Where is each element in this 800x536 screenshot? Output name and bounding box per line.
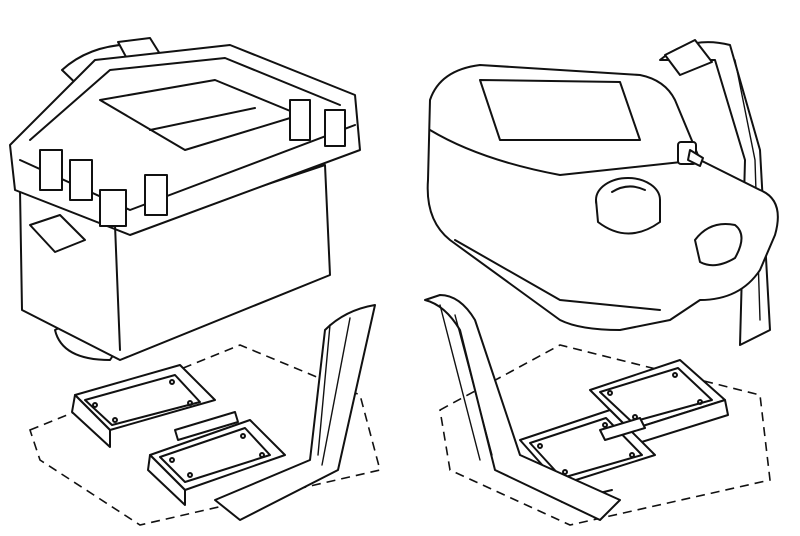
box-handle: [29, 214, 86, 253]
tank-handle-hole: [694, 223, 743, 267]
lid-latches: [39, 99, 346, 227]
mounting-outline-right: [439, 344, 771, 526]
fuel-cap: [595, 177, 661, 235]
screw-holes: [92, 379, 265, 478]
battery-box-assembly: [9, 37, 381, 526]
mounting-outline-left: [29, 344, 381, 526]
fuel-tank: [426, 64, 779, 331]
strap-left-front: [214, 304, 376, 521]
bracket-left: [71, 364, 286, 506]
strap-right-front: [424, 294, 621, 521]
fuel-valve: [677, 141, 704, 167]
screw-holes-right: [537, 372, 703, 475]
fuel-tank-assembly: [424, 39, 779, 526]
box-lid: [9, 44, 361, 236]
battery-box: [9, 44, 361, 361]
